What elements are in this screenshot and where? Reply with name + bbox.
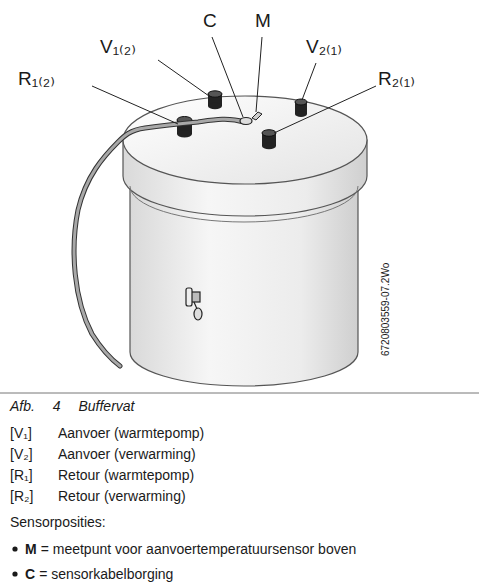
legend-key: [R₁] (10, 467, 33, 483)
legend-key: [V₂] (10, 446, 33, 462)
section-heading: Sensorposities: (10, 514, 106, 530)
leader-lines (92, 37, 376, 133)
drawing-number: 6720803559-07.2Wo (380, 263, 392, 356)
callout-label: V₁₍₂₎ (100, 36, 136, 58)
legend-key: [R₂] (10, 488, 33, 504)
bullet (12, 571, 17, 576)
legend-text: Aanvoer (warmtepomp) (58, 425, 204, 441)
callout-label: M (255, 10, 271, 32)
legend-key: [V₁] (10, 425, 32, 441)
sensor-cable (74, 119, 244, 366)
sensor-text: = sensorkabelborging (39, 566, 173, 582)
sensor-key: M (25, 541, 37, 557)
figure-caption: Afb. 4 Buffervat (10, 398, 135, 414)
legend-text: Retour (warmtepomp) (58, 467, 194, 483)
sensor-point (240, 112, 262, 125)
drain-valve (186, 288, 202, 320)
sensor-key: C (25, 566, 35, 582)
bullet (12, 546, 17, 551)
figure-rule (0, 393, 479, 394)
tank-lid-top (123, 96, 367, 184)
legend-text: Retour (verwarming) (58, 488, 186, 504)
sensor-text: = meetpunt voor aanvoertemperatuursensor… (41, 541, 357, 557)
lid-edge (130, 186, 358, 222)
callout-label: C (203, 10, 217, 32)
callout-label: R₂₍₁₎ (378, 68, 415, 90)
sensor-cable-core (74, 119, 244, 366)
callout-label: R₁₍₂₎ (18, 68, 55, 90)
callout-label: V₂₍₁₎ (306, 36, 342, 58)
legend-text: Aanvoer (verwarming) (58, 446, 196, 462)
